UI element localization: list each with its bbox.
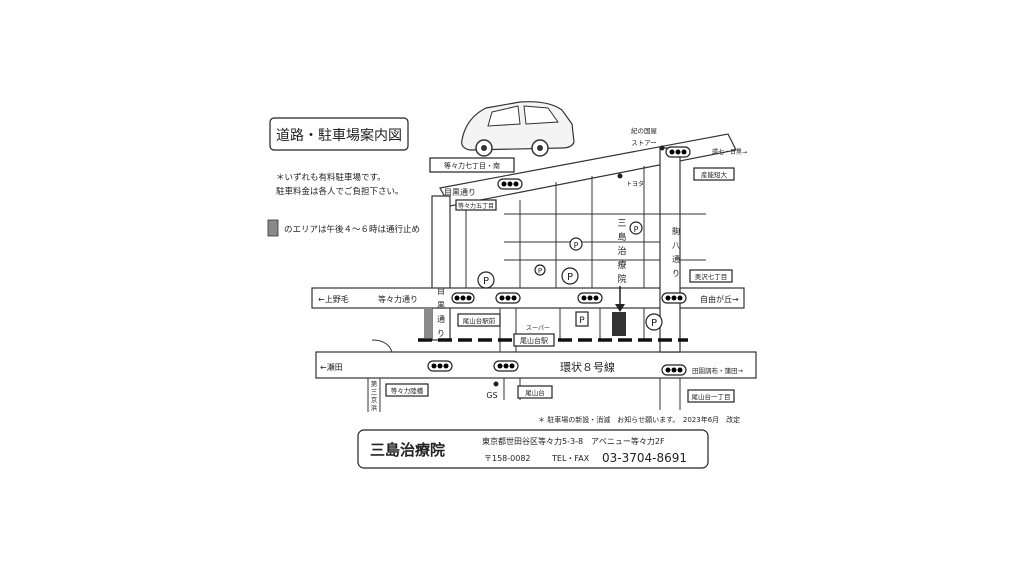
- signal-icon: [577, 292, 603, 304]
- sangyo-nodai-label: 産能短大: [701, 170, 728, 179]
- svg-text:三: 三: [617, 219, 626, 229]
- signal-icon: [493, 360, 519, 372]
- clinic-vertical-label: 三 島 治 療 院: [617, 219, 626, 285]
- parking-icon: P: [561, 267, 579, 285]
- svg-text:通: 通: [672, 254, 680, 264]
- signal-icon: [497, 178, 523, 190]
- clinic-building: [612, 312, 626, 336]
- svg-text:京: 京: [371, 395, 378, 404]
- clinic-tel: 03-3704-8691: [602, 451, 687, 465]
- todoroki-rikkyo-label: 等々力陸橋: [391, 386, 424, 395]
- svg-text:療: 療: [617, 259, 626, 271]
- svg-text:黒: 黒: [437, 301, 445, 310]
- label-box: [693, 167, 735, 181]
- tel-label: TEL・FAX: [551, 454, 590, 463]
- svg-text:治: 治: [617, 245, 626, 257]
- svg-text:P: P: [574, 241, 579, 250]
- seta-label: ←瀬田: [320, 362, 343, 372]
- station-box: [513, 333, 555, 347]
- gs-label: GS: [486, 391, 497, 400]
- label-box: [457, 313, 501, 327]
- jiyugaoka-label: 自由が丘→: [700, 294, 739, 304]
- oyamadai-ekimae-label: 尾山台駅前: [463, 316, 496, 325]
- arrow-icon: [615, 304, 625, 312]
- label-box: [687, 389, 735, 403]
- label-box: [455, 199, 497, 211]
- svg-text:通: 通: [437, 314, 445, 324]
- signal-icon: [661, 292, 687, 304]
- oyamadai-label: 尾山台: [525, 388, 545, 397]
- clinic-card: [357, 429, 709, 469]
- label-box: [429, 157, 515, 173]
- nishinokuniya-label-2: ストアー: [631, 139, 657, 147]
- daisan-keihin-label: 第 三 京 浜: [371, 379, 378, 412]
- label-box: [385, 383, 429, 397]
- super-label: スーパー: [526, 325, 550, 332]
- svg-text:り: り: [672, 269, 680, 278]
- clinic-address: 東京都世田谷区等々力5-3-8 アベニュー等々力2F: [482, 436, 665, 446]
- svg-text:P: P: [579, 316, 585, 326]
- signal-icon: [665, 146, 691, 158]
- parking-markers: P P P P P P P: [477, 221, 663, 331]
- signal-icon: [451, 292, 475, 304]
- parking-icon: P: [645, 313, 663, 331]
- signal-icon: [495, 292, 521, 304]
- intersection-todoroki7-minami: 等々力七丁目・南: [444, 161, 500, 170]
- svg-text:浜: 浜: [371, 403, 378, 412]
- kaminoge-label: ←上野毛: [318, 294, 349, 304]
- parking-icon: P: [534, 264, 546, 276]
- nishinokuniya-label: 紀の国屋: [631, 126, 658, 135]
- svg-text:目: 目: [437, 287, 445, 296]
- note-paid-parking: ＊いずれも有料駐車場です。: [276, 172, 386, 183]
- svg-text:P: P: [567, 272, 573, 283]
- label-box: [517, 385, 553, 399]
- signal-icon: [661, 364, 687, 376]
- svg-text:P: P: [634, 225, 639, 234]
- note-closed-area: のエリアは午後４～６時は通行止め: [284, 224, 420, 235]
- clinic-postal: 〒158-0082: [484, 454, 531, 463]
- gs-marker: [493, 381, 499, 387]
- parking-icon: P: [569, 237, 583, 251]
- closed-area-legend-swatch: [267, 219, 279, 237]
- kanana-label: 環七・日黒→: [712, 148, 747, 156]
- parking-icon: P: [575, 311, 589, 327]
- komazawa-dori-label: 駒 八 通 り: [672, 226, 680, 278]
- note-fee: 駐車料金は各人でご負担下さい。: [276, 186, 404, 197]
- chofu-label: 田園調布・蒲田→: [692, 366, 744, 375]
- okusawa7-label: 奥沢七丁目: [695, 272, 728, 281]
- svg-text:島: 島: [617, 231, 626, 243]
- svg-text:り: り: [437, 329, 445, 338]
- intersection-todoroki5: 等々力五丁目: [458, 202, 494, 210]
- station-label: 尾山台駅: [520, 336, 548, 345]
- svg-text:第: 第: [371, 379, 378, 388]
- title-box: [269, 117, 409, 151]
- svg-text:三: 三: [371, 388, 378, 396]
- signal-icon: [427, 360, 453, 372]
- toyota-marker: [617, 173, 623, 179]
- car-illustration: [461, 101, 575, 157]
- parking-icon: P: [477, 271, 495, 289]
- svg-text:P: P: [483, 276, 489, 287]
- svg-text:P: P: [538, 267, 542, 275]
- kanjo8-label: 環状８号線: [560, 360, 615, 374]
- svg-text:P: P: [651, 318, 657, 329]
- label-box: [689, 269, 733, 283]
- oyamadai1-label: 尾山台一丁目: [692, 392, 731, 401]
- toyota-label: トヨタ: [626, 180, 644, 188]
- footer-note: ＊ 駐車場の新設・消滅 お知らせ願います。 2023年6月 改定: [538, 415, 740, 424]
- map-title: 道路・駐車場案内図: [276, 127, 402, 144]
- store-marker: [659, 145, 665, 151]
- clinic-name: 三島治療院: [370, 441, 445, 459]
- meguro-dori-vertical-label: 目 黒 通 り: [437, 287, 445, 338]
- svg-text:八: 八: [672, 241, 680, 250]
- svg-text:駒: 駒: [672, 226, 680, 236]
- todoroki-dori-label: 等々力通り: [378, 294, 418, 304]
- parking-icon: P: [629, 221, 643, 235]
- meguro-dori-label: 目黒通り: [444, 187, 476, 197]
- svg-text:院: 院: [617, 273, 626, 285]
- traffic-signals: [427, 146, 691, 376]
